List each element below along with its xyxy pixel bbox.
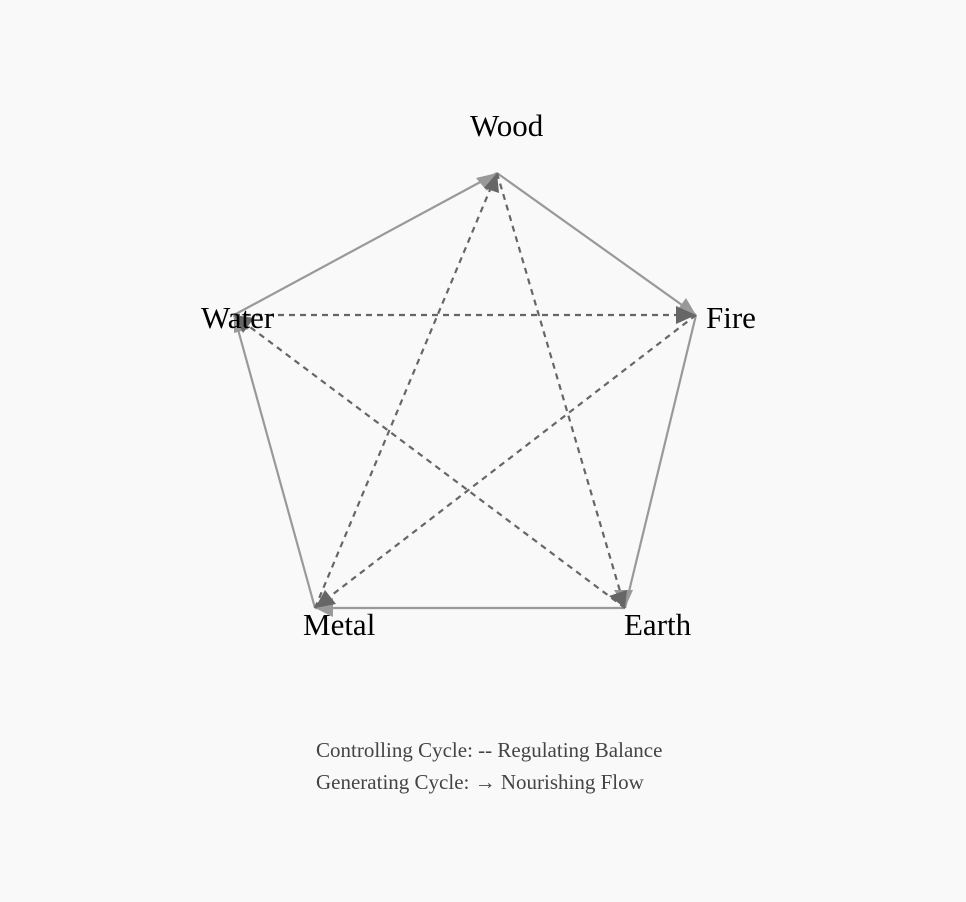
element-label-wood: Wood <box>470 108 544 143</box>
legend-generating-cycle: Generating Cycle: → Nourishing Flow <box>316 770 645 794</box>
arrowhead-ctrl-earth <box>609 590 627 608</box>
arrowheads <box>234 173 696 617</box>
legend-controlling-cycle: Controlling Cycle: -- Regulating Balance <box>316 738 662 762</box>
controlling-cycle <box>233 172 697 609</box>
generating-arrow-wood-to-fire <box>496 172 697 316</box>
arrowhead-ctrl-metal <box>315 590 336 608</box>
generating-arrow-metal-to-water <box>232 314 317 609</box>
legend: Controlling Cycle: -- Regulating Balance… <box>316 738 662 794</box>
controlling-arrow-metal-to-wood <box>313 172 499 609</box>
controlling-arrow-earth-to-water <box>233 314 626 609</box>
generating-cycle <box>232 172 698 610</box>
element-label-fire: Fire <box>706 300 756 335</box>
arrowhead-ctrl-fire <box>676 306 696 324</box>
generating-arrow-water-to-wood <box>233 172 498 316</box>
arrowhead-ctrl-wood <box>484 173 499 193</box>
element-label-water: Water <box>201 300 275 335</box>
element-label-earth: Earth <box>624 607 692 642</box>
generating-arrow-fire-to-earth <box>623 314 698 609</box>
arrowhead-ctrl-water <box>234 315 254 333</box>
element-label-metal: Metal <box>303 607 375 642</box>
controlling-arrow-wood-to-earth <box>495 172 627 609</box>
arrowhead-gen-wood <box>476 173 497 191</box>
controlling-arrow-fire-to-metal <box>314 314 697 609</box>
